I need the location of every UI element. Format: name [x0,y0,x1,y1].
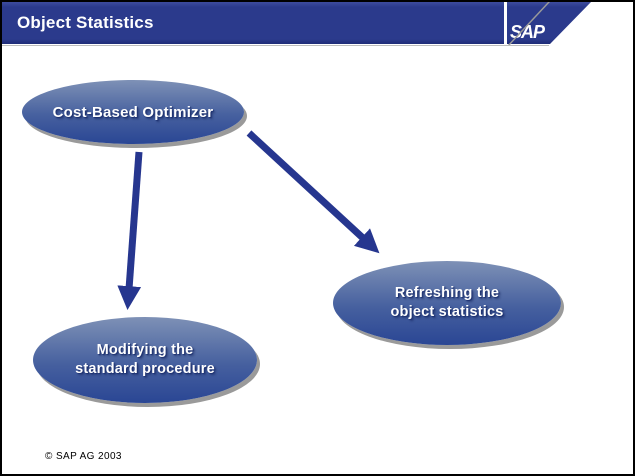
node-refreshing-object-statistics: Refreshing the object statistics [333,261,561,345]
sap-logo-text: SAP [510,22,545,42]
node-refreshing-label-line2: object statistics [390,304,504,320]
header-bar: Object Statistics [2,2,504,44]
page-title: Object Statistics [17,13,154,32]
node-modifying-label-line2: standard procedure [75,361,215,377]
node-modifying-label-line1: Modifying the [96,342,194,358]
node-cost-based-optimizer-label: Cost-Based Optimizer [52,103,214,121]
copyright-text: © SAP AG 2003 [45,451,122,462]
node-refreshing-label-line1: Refreshing the [394,285,500,301]
node-modifying-standard-procedure: Modifying the standard procedure [33,317,257,403]
arrow-optimizer-to-modifying [117,151,143,310]
header-underline [2,45,549,46]
node-cost-based-optimizer: Cost-Based Optimizer [22,80,244,144]
arrow-optimizer-to-refreshing [246,130,380,254]
sap-logo: SAP [507,2,591,44]
